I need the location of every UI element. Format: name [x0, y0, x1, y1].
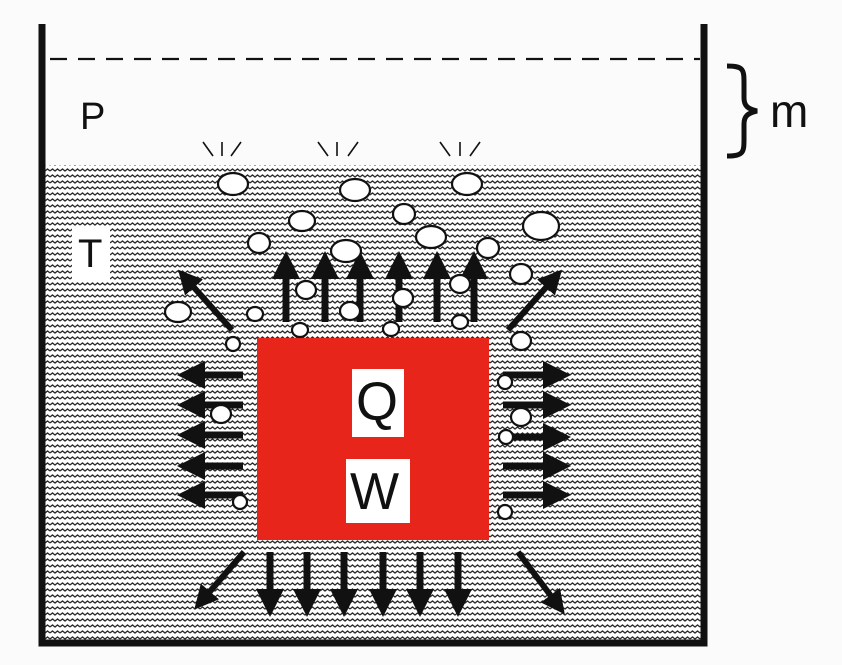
bubble	[450, 313, 470, 331]
bubble	[509, 330, 533, 352]
bubble	[496, 503, 514, 521]
bubble	[508, 262, 534, 286]
arrow-up-left	[178, 269, 235, 332]
arrow-down-left	[194, 550, 247, 610]
bubble	[216, 171, 250, 197]
bubble	[521, 210, 561, 242]
work-label: W	[350, 463, 400, 521]
bubble	[414, 224, 448, 250]
bubble	[231, 493, 249, 511]
bubble	[246, 231, 272, 255]
bubble	[497, 428, 515, 446]
temperature-label: T	[78, 232, 103, 276]
burst-line	[439, 141, 451, 157]
bubble	[338, 300, 362, 322]
burst-line	[202, 141, 214, 157]
burst-line	[230, 141, 242, 157]
mass-label: m	[770, 85, 809, 137]
heat-label: Q	[356, 372, 399, 432]
bubble	[329, 238, 363, 264]
bubble	[450, 171, 484, 197]
work-label-background	[346, 459, 410, 523]
container-walls	[38, 24, 708, 647]
bubble	[287, 209, 317, 233]
brace-icon	[726, 63, 758, 159]
temperature-label-background	[72, 228, 110, 280]
burst-line	[347, 141, 359, 157]
arrow-down-right	[515, 550, 565, 615]
bubble	[294, 279, 318, 301]
down-arrows	[256, 552, 472, 617]
bubble	[245, 305, 265, 323]
bubble	[224, 335, 242, 353]
bubble	[338, 177, 372, 203]
arrow-up-right	[505, 269, 562, 332]
bubble	[475, 236, 501, 260]
bubble	[381, 320, 401, 338]
diagonal-arrows	[178, 269, 565, 615]
heat-label-background	[352, 369, 404, 437]
burst-line	[317, 141, 329, 157]
bubble	[290, 321, 310, 339]
bubble	[448, 273, 472, 295]
bubble	[391, 202, 417, 226]
vapor-bubbles	[163, 171, 561, 521]
bubble	[209, 403, 233, 425]
bubble	[509, 406, 533, 428]
bubble	[163, 300, 193, 324]
pressure-label: P	[80, 96, 106, 138]
bubble	[496, 373, 514, 391]
burst-line	[469, 141, 481, 157]
bubble	[391, 287, 415, 309]
bubble-burst-marks	[202, 141, 481, 157]
